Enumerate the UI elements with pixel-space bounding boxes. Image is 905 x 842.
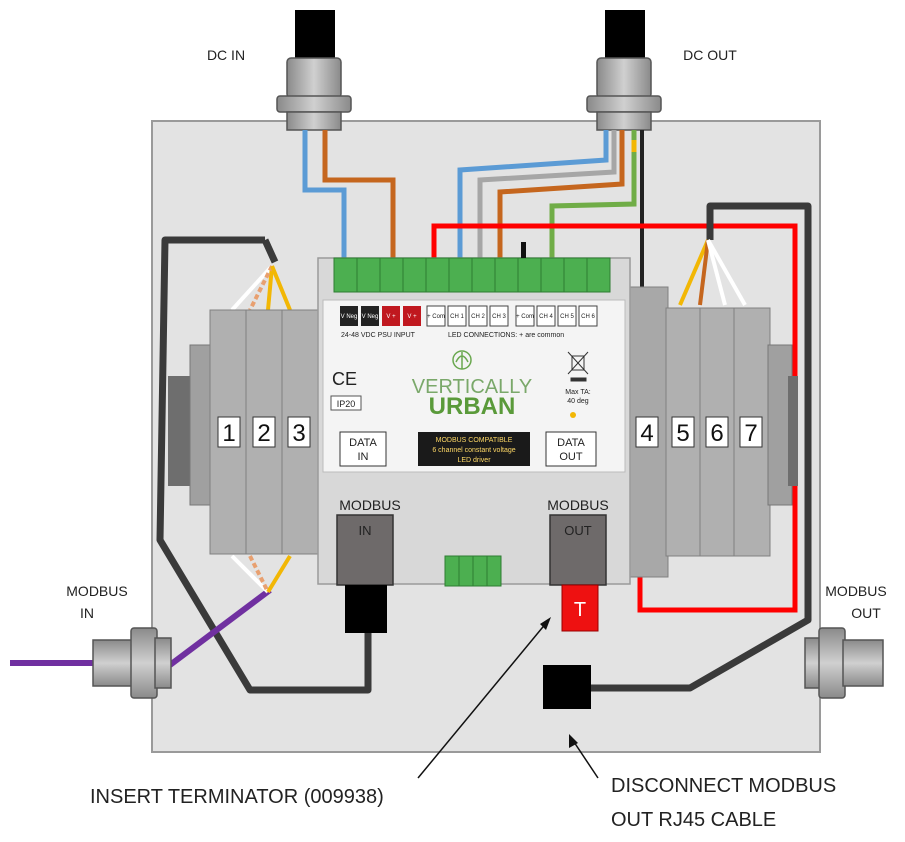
right-module-top-wires: [678, 239, 747, 306]
ip-rating: IP20: [337, 399, 356, 409]
ce-mark: CE: [332, 369, 357, 389]
module-label-7: 7: [744, 420, 757, 447]
modbus-logo-icon: [570, 412, 576, 418]
module-label-3: 3: [292, 420, 305, 447]
modbus-out-port-label: MODBUS: [547, 497, 608, 513]
dc-in-gland: [276, 57, 352, 131]
data-in-label-2: IN: [358, 451, 369, 463]
module-number-7: 7: [739, 416, 763, 448]
terminal-v-pos-2: V +: [407, 314, 417, 320]
terminal-v-pos-1: V +: [386, 314, 396, 320]
driver-info-box: [418, 432, 530, 466]
terminal-ch-1: CH 1: [450, 314, 464, 320]
info-line-1: MODBUS COMPATIBLE: [436, 437, 513, 444]
brand-urban: URBAN: [429, 393, 516, 420]
terminator-callout-arrow: [417, 617, 551, 779]
modbus-in-sublabel: IN: [80, 605, 94, 621]
terminator-plug[interactable]: T: [561, 584, 599, 632]
terminator-tag: T: [574, 599, 586, 621]
info-line-3: LED driver: [457, 457, 491, 464]
weee-bin-icon: [567, 351, 589, 382]
module-number-5: 5: [671, 416, 695, 448]
max-ta-value: 40 deg: [567, 398, 589, 405]
module-number-3: 3: [287, 416, 311, 448]
vertically-urban-logo-icon: [452, 350, 472, 370]
module-label-4: 4: [640, 420, 653, 447]
terminal-ch-2: CH 2: [471, 314, 485, 320]
dc-out-grey-wire: [477, 130, 617, 258]
module-number-2: 2: [252, 416, 276, 448]
led-driver: V Neg V Neg V + V + + Com CH 1 CH 2 CH 3…: [317, 242, 631, 587]
max-ta-label: Max TA:: [565, 389, 590, 396]
module-number-4: 4: [635, 416, 659, 448]
terminal-ch-6: CH 6: [581, 314, 595, 320]
dc-out-gland: [586, 57, 662, 131]
dc-out-green-yellow-wire: [549, 130, 637, 258]
data-in-label-1: DATA: [349, 437, 377, 449]
dc-in-brown-wire: [322, 130, 396, 258]
modbus-in-port: [336, 514, 394, 586]
led-connections-label: LED CONNECTIONS: + are common: [448, 332, 564, 339]
left-module-bottom-wires: [230, 554, 292, 594]
dc-in-label: DC IN: [207, 47, 245, 63]
terminal-legend: [340, 305, 598, 327]
psu-input-label: 24-48 VDC PSU INPUT: [341, 332, 416, 339]
data-out-label-1: DATA: [557, 437, 585, 449]
module-number-6: 6: [705, 416, 729, 448]
terminal-com-2: + Com: [516, 314, 534, 320]
dc-out-blue-wire: [457, 130, 609, 258]
terminal-ch-4: CH 4: [539, 314, 553, 320]
dc-in-cable: [295, 10, 335, 62]
modbus-out-port: [549, 514, 607, 586]
data-out-label-2: OUT: [559, 451, 583, 463]
callout-insert-terminator: INSERT TERMINATOR (009938): [90, 786, 384, 808]
dc-out-cable: [605, 10, 645, 62]
dc-out-label: DC OUT: [683, 47, 737, 63]
terminal-v-neg-1: V Neg: [341, 314, 358, 320]
module-label-2: 2: [257, 420, 270, 447]
modbus-in-gland: [92, 627, 172, 699]
left-module-top-wires: [230, 264, 292, 312]
black-loop-right-wire: [590, 202, 812, 692]
terminal-ch-5: CH 5: [560, 314, 574, 320]
module-label-6: 6: [710, 420, 723, 447]
disconnected-rj45-plug[interactable]: [543, 665, 591, 709]
module-label-5: 5: [676, 420, 689, 447]
black-loop-left-wire: [156, 236, 372, 694]
modbus-in-label: MODBUS: [66, 583, 127, 599]
callout-disconnect-line-1: DISCONNECT MODBUS: [611, 775, 836, 797]
modbus-out-gland: [804, 627, 884, 699]
small-green-connector: [444, 555, 502, 587]
modbus-in-port-sublabel: IN: [359, 523, 372, 538]
terminal-ch-3: CH 3: [492, 314, 506, 320]
modbus-out-port-sublabel: OUT: [564, 523, 592, 538]
terminal-v-neg-2: V Neg: [362, 314, 379, 320]
disconnect-callout-arrow: [569, 734, 599, 779]
modbus-in-rj45-plug: [345, 585, 387, 633]
callout-disconnect-line-2: OUT RJ45 CABLE: [611, 809, 776, 831]
modbus-out-label: MODBUS: [825, 583, 886, 599]
terminal-com-1: + Com: [427, 314, 445, 320]
dc-in-blue-wire: [302, 130, 347, 258]
module-label-1: 1: [222, 420, 235, 447]
brand-vertically: VERTICALLY: [412, 376, 532, 398]
module-number-1: 1: [217, 416, 241, 448]
right-module-stack: [627, 286, 798, 578]
modbus-in-port-label: MODBUS: [339, 497, 400, 513]
info-line-2: 6 channel constant voltage: [432, 447, 515, 454]
modbus-out-sublabel: OUT: [851, 605, 881, 621]
